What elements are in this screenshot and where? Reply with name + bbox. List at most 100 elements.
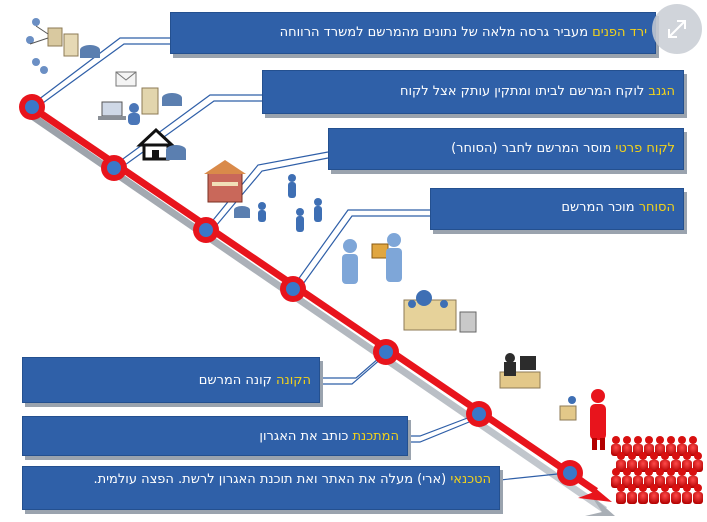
crowd-person-head — [656, 468, 664, 476]
connector-4b — [297, 215, 430, 292]
technician-icon — [559, 389, 606, 450]
connector-3 — [204, 151, 329, 231]
expand-arrows-icon — [668, 20, 686, 38]
buyer-seller-icon — [342, 233, 402, 284]
database-icon — [166, 145, 186, 160]
crowd-person-body — [627, 492, 637, 504]
crowd-person-head — [650, 484, 658, 492]
timeline-nodes — [19, 94, 583, 486]
crowd-person-head — [650, 452, 658, 460]
step-box-7: הטכנאי (ארי) מעלה את האתר ואת תוכנת האגר… — [22, 466, 500, 510]
crowd-person-head — [672, 452, 680, 460]
timeline-node-7 — [557, 460, 583, 486]
crowd-person-head — [661, 452, 669, 460]
crowd-person-head — [678, 468, 686, 476]
crowd-person-head — [634, 468, 642, 476]
crowd-person-head — [617, 452, 625, 460]
crowd-person-head — [656, 436, 664, 444]
timeline-node-3 — [193, 217, 219, 243]
crowd-person-head — [639, 452, 647, 460]
step-box-1: ירד הפנים מעביר גרסה מלאה של נתונים מהמר… — [170, 12, 656, 54]
connector-5b — [320, 357, 383, 385]
step-text-2: לוקח המרשם לביתו ומתקין עותק אצל לקוח — [399, 84, 649, 99]
crowd-person-head — [634, 436, 642, 444]
crowd-person-head — [617, 484, 625, 492]
step-box-2: הגנב לוקח המרשם לביתו ומתקין עותק אצל לק… — [262, 70, 684, 114]
crowd-person-head — [628, 484, 636, 492]
crowd-person-head — [689, 468, 697, 476]
step-text-4: מוכר המרשם — [561, 200, 639, 215]
timeline-red-arrowhead — [578, 477, 612, 502]
crowd-person-head — [612, 436, 620, 444]
crowd-person-head — [645, 436, 653, 444]
timeline-shadow-line — [30, 113, 607, 513]
step-box-3: לקוח פרטי מוסר המרשם לחבר (הסוחר) — [328, 128, 684, 170]
people-group-icon — [234, 174, 322, 232]
store-icon — [204, 160, 246, 203]
step-role-4: הסוחר — [638, 200, 675, 215]
step-role-3: לקוח פרטי — [615, 141, 675, 156]
crowd-person-head — [672, 484, 680, 492]
step-text-7: (ארי) מעלה את האתר ואת תוכנת האגרון לרשת… — [93, 472, 451, 487]
office-team-icon — [403, 290, 477, 333]
crowd-person-body — [649, 492, 659, 504]
crowd-person-head — [678, 436, 686, 444]
crowd-person-body — [660, 492, 670, 504]
connector-1b — [35, 43, 170, 109]
timeline-shadow-arrowhead — [585, 494, 615, 516]
step-role-7: הטכנאי — [450, 472, 491, 487]
crowd-icon — [611, 436, 703, 504]
crowd-person-head — [623, 436, 631, 444]
timeline-node-4 — [280, 276, 306, 302]
timeline-node-1 — [19, 94, 45, 120]
crowd-person-head — [661, 484, 669, 492]
step-box-6: המתכנת כותב את האגרון — [22, 416, 408, 456]
connector-5 — [320, 351, 387, 379]
crowd-person-head — [623, 468, 631, 476]
crowd-person-body — [682, 492, 692, 504]
connector-1 — [29, 37, 170, 107]
crowd-person-body — [638, 492, 648, 504]
step-box-5: הקונה קונה המרשם — [22, 357, 320, 403]
crowd-person-head — [689, 436, 697, 444]
server-pc-icon — [141, 87, 182, 115]
connector-6b — [408, 419, 475, 443]
crowd-person-body — [671, 492, 681, 504]
step-box-4: הסוחר מוכר המרשם — [430, 188, 684, 230]
crowd-person-body — [693, 492, 703, 504]
step-text-3: מוסר המרשם לחבר (הסוחר) — [451, 141, 616, 156]
step-text-1: מעביר גרסה מלאה של נתונים מהמרשם למשרד ה… — [279, 25, 593, 40]
crowd-person-head — [639, 484, 647, 492]
connector-3b — [209, 157, 329, 234]
step-role-5: הקונה — [276, 373, 311, 388]
crowd-person-body — [616, 492, 626, 504]
laptop-user-icon — [98, 101, 140, 125]
connector-6 — [408, 413, 479, 437]
crowd-person-head — [667, 436, 675, 444]
crowd-person-head — [683, 484, 691, 492]
crowd-person-head — [694, 452, 702, 460]
expand-button[interactable] — [652, 4, 702, 54]
timeline-node-6 — [466, 401, 492, 427]
crowd-person-head — [694, 484, 702, 492]
crowd-person-head — [612, 468, 620, 476]
step-role-6: המתכנת — [352, 429, 400, 444]
connector-2b — [117, 100, 262, 171]
crowd-person-head — [683, 452, 691, 460]
programmer-icon — [499, 353, 541, 389]
crowd-person-head — [667, 468, 675, 476]
timeline-node-2 — [101, 155, 127, 181]
connector-7 — [499, 472, 568, 481]
step-role-1: ירד הפנים — [592, 25, 647, 40]
network-computers-icon — [26, 18, 100, 74]
timeline-node-5 — [373, 339, 399, 365]
connector-4 — [291, 209, 430, 289]
step-text-5: קונה המרשם — [198, 373, 277, 388]
step-text-6: כותב את האגרון — [259, 429, 353, 444]
crowd-person-head — [645, 468, 653, 476]
email-icon — [115, 71, 137, 87]
house-icon — [136, 127, 176, 161]
step-role-2: הגנב — [648, 84, 675, 99]
crowd-person-head — [628, 452, 636, 460]
